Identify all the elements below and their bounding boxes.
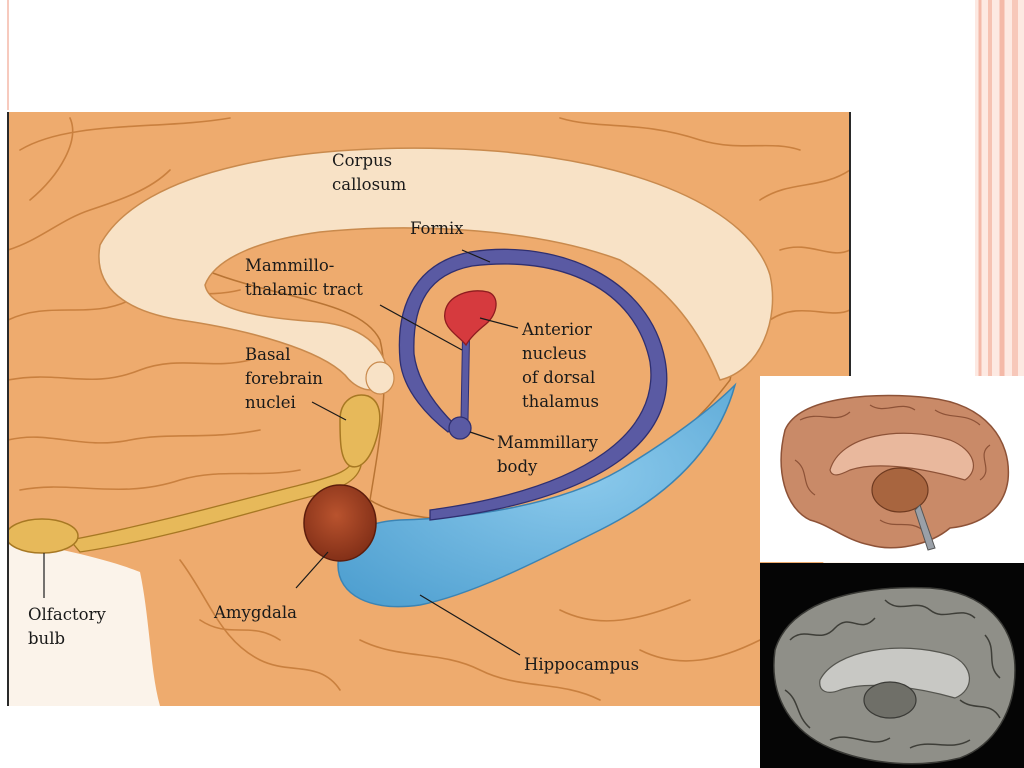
leader-lines — [43, 249, 521, 656]
label-anterior-nucleus: Anterior nucleus of dorsal thalamus — [521, 320, 601, 411]
label-mammillary-body: Mammillary body — [497, 433, 603, 476]
brain-model-photo — [760, 376, 1024, 562]
corpus-callosum — [98, 147, 774, 391]
fornix — [398, 248, 668, 521]
label-amygdala: Amygdala — [213, 603, 297, 622]
label-olfactory-bulb: Olfactory bulb — [28, 605, 111, 648]
slide-border-decoration — [7, 0, 1024, 376]
label-hippocampus: Hippocampus — [524, 655, 639, 674]
hippocampus — [337, 382, 737, 608]
label-basal-forebrain: Basal forebrain nuclei — [245, 345, 328, 412]
gyri-outlines — [8, 117, 850, 701]
mammillary-body — [448, 416, 472, 440]
brain-specimen-photo — [760, 563, 1024, 768]
label-mammillothalamic-tract: Mammillo- thalamic tract — [245, 256, 363, 299]
basal-forebrain-nuclei — [339, 394, 381, 468]
amygdala — [303, 484, 377, 562]
limbic-system-diagram: Corpus callosum Fornix Mammillo- thalami… — [8, 112, 850, 706]
anterior-nucleus — [444, 290, 497, 347]
label-fornix: Fornix — [410, 219, 464, 238]
label-corpus-callosum: Corpus callosum — [332, 151, 407, 194]
